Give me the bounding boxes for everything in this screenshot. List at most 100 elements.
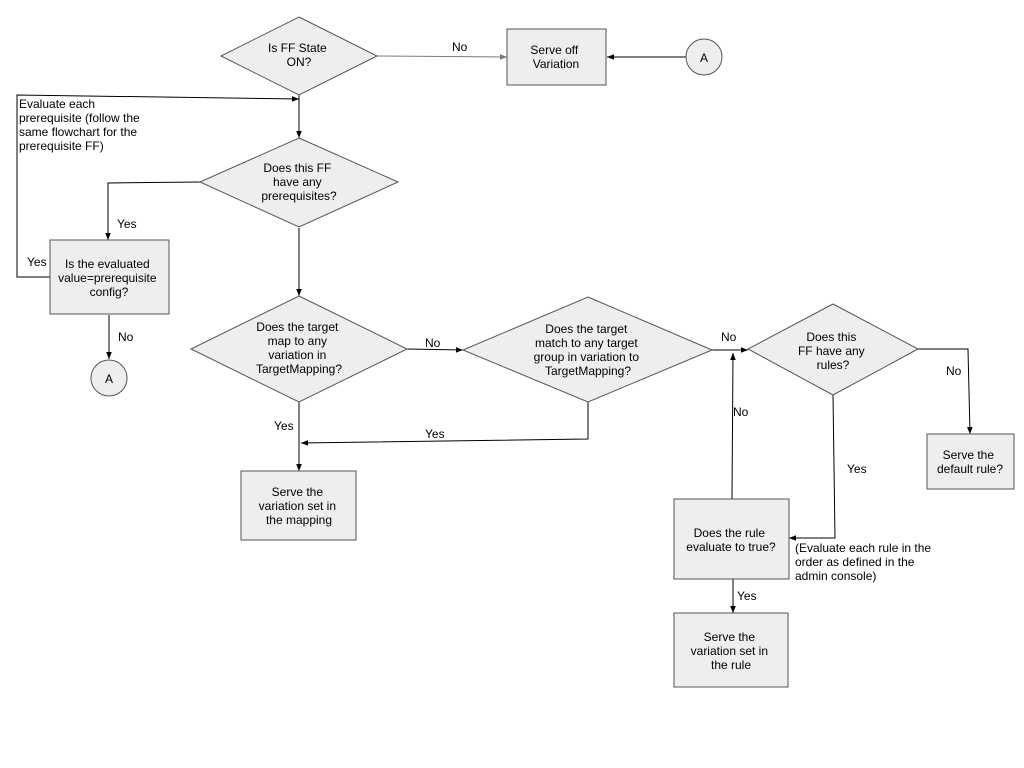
node-text-line: config? [90, 285, 129, 299]
node-text-line: map to any [268, 334, 327, 348]
edge-label-rule-eval-yes: Yes [737, 589, 757, 603]
svg-text:Does the rule evaluate: Does the rule evaluate to true? [686, 526, 776, 554]
svg-text:A: A [700, 51, 708, 65]
node-text-line: Variation [533, 57, 579, 71]
connector-circle [90, 359, 128, 397]
node-text-line: Serve the [943, 448, 995, 462]
node-text-line: variation set in [691, 644, 768, 658]
node-text-line: Serve the [272, 485, 324, 499]
note-line: prerequisite (follow the [19, 111, 140, 125]
node-text-line: TargetMapping? [256, 362, 342, 376]
svg-text:Does the target map to: Does the target map to any variation in … [256, 320, 342, 376]
node-text-line: A [700, 51, 708, 65]
edge-label-target-map-no: No [425, 336, 441, 350]
svg-text:Is FF State ON?: Is FF State ON? [268, 41, 330, 69]
process-serve-default-rule: Serve the default rule? [926, 433, 1015, 490]
process-serve-off-variation: Serve off Variation [506, 28, 607, 86]
connector-circle [685, 38, 723, 76]
edge-label-evaluated-no: No [118, 330, 134, 344]
node-text-line: the rule [711, 658, 751, 672]
node-text-line: prerequisites? [261, 189, 337, 203]
svg-text:Does this FF have any: Does this FF have any prerequisites? [261, 161, 337, 203]
edge-label-ff-state-no: No [452, 40, 468, 54]
node-text-line: match to any target [535, 336, 638, 350]
svg-text:Does this FF have any: Does this FF have any rules? [798, 330, 868, 372]
node-text-line: Does the target [545, 322, 628, 336]
node-text-line: have any [273, 175, 322, 189]
node-text-line: Does the target [256, 320, 339, 334]
note-line: order as defined in the [795, 555, 915, 569]
decision-diamond [219, 16, 379, 96]
decision-target-matches-group: Does the target match to any target grou… [461, 296, 714, 403]
svg-text:Is the evaluated value: Is the evaluated value=prerequisite conf… [58, 257, 160, 299]
process-box [240, 470, 357, 541]
edge-prereq-yes [105, 181, 201, 240]
node-text-line: rules? [817, 358, 850, 372]
edge-label-target-group-yes: Yes [425, 427, 445, 441]
edge-rules-no [918, 348, 973, 435]
edge-ff-state-no [376, 54, 508, 60]
edge-evaluated-yes-loop [16, 94, 300, 278]
edge-label-rule-eval-no: No [733, 405, 749, 419]
node-text-line: FF have any [798, 344, 865, 358]
edge-labels: No Yes Yes No No Yes Yes No No Yes No Ye… [27, 40, 962, 603]
note-line: prerequisite FF) [19, 139, 104, 153]
note-line: admin console) [795, 569, 876, 583]
edge-label-target-map-yes: Yes [274, 419, 294, 433]
svg-text:Serve the default rule: Serve the default rule? [937, 448, 1003, 476]
note-line: same flowchart for the [19, 125, 137, 139]
node-text-line: TargetMapping? [545, 364, 631, 378]
svg-text:Serve the variation se: Serve the variation set in the mapping [259, 485, 340, 527]
decision-diamond [746, 303, 920, 396]
edge-label-target-group-no: No [721, 330, 737, 344]
process-box [926, 433, 1015, 490]
process-box [506, 28, 607, 86]
process-rule-evaluates-true: Does the rule evaluate to true? [673, 498, 790, 580]
note-line: (Evaluate each rule in the [795, 541, 931, 555]
edge-target-map-no [406, 347, 464, 353]
edges [16, 54, 973, 613]
node-text-line: Does this FF [263, 161, 331, 175]
note-evaluate-prerequisite: Evaluate each prerequisite (follow the s… [19, 97, 143, 153]
process-serve-mapping-variation: Serve the variation set in the mapping [240, 470, 357, 541]
nodes: Is FF State ON? Serve off Variation A Do… [49, 16, 1015, 688]
decision-diamond [461, 296, 714, 403]
decision-diamond [189, 295, 409, 403]
node-text-line: value=prerequisite [58, 271, 157, 285]
node-text-line: ON? [287, 55, 312, 69]
node-text-line: Is the evaluated [65, 257, 150, 271]
decision-ff-state-on: Is FF State ON? [219, 16, 379, 96]
node-text-line: Is FF State [268, 41, 327, 55]
decision-has-rules: Does this FF have any rules? [746, 303, 920, 396]
edge-label-evaluated-yes: Yes [27, 255, 47, 269]
node-text-line: default rule? [937, 462, 1003, 476]
decision-has-prerequisites: Does this FF have any prerequisites? [198, 137, 400, 228]
notes: Evaluate each prerequisite (follow the s… [19, 97, 934, 583]
connector-a-top: A [685, 38, 723, 76]
node-text-line: the mapping [266, 513, 332, 527]
edge-label-prereq-yes: Yes [117, 217, 137, 231]
node-text-line: A [105, 372, 113, 386]
edge-target-group-yes [300, 401, 589, 446]
node-text-line: group in variation to [534, 350, 640, 364]
process-box [673, 612, 789, 688]
node-text-line: variation set in [259, 499, 336, 513]
connector-a-bottom: A [90, 359, 128, 397]
process-box [49, 239, 170, 315]
node-text-line: evaluate to true? [686, 540, 776, 554]
decision-diamond [198, 137, 400, 228]
note-line: Evaluate each [19, 97, 95, 111]
note-evaluate-rules: (Evaluate each rule in the order as defi… [795, 541, 934, 583]
edge-label-rules-yes: Yes [847, 462, 867, 476]
svg-text:A: A [105, 372, 113, 386]
svg-text:Does the target match: Does the target match to any target grou… [534, 322, 643, 378]
svg-text:Serve the variation se: Serve the variation set in the rule [691, 630, 772, 672]
node-text-line: variation in [268, 348, 326, 362]
process-serve-rule-variation: Serve the variation set in the rule [673, 612, 789, 688]
edge-rule-eval-no [730, 352, 736, 500]
edge-label-rules-no: No [946, 364, 962, 378]
node-text-line: Serve the [704, 630, 756, 644]
node-text-line: Does the rule [694, 526, 766, 540]
process-evaluated-value-check: Is the evaluated value=prerequisite conf… [49, 239, 170, 315]
